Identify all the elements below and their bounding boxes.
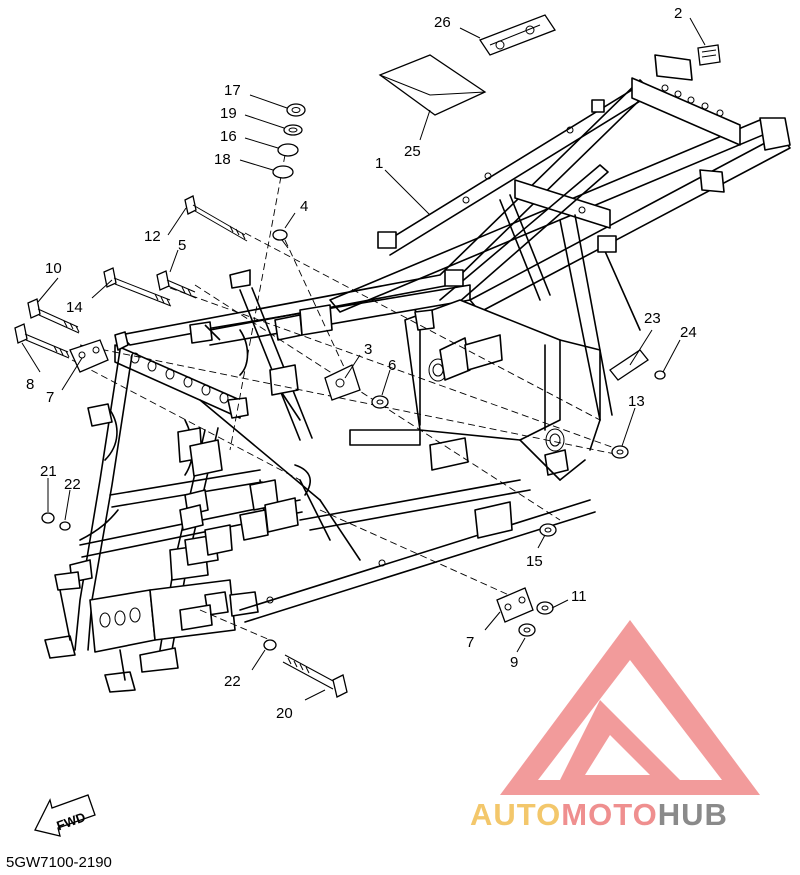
- part-24-screw: [654, 370, 666, 380]
- part-17-nut: [286, 103, 306, 117]
- callout-8: 8: [26, 376, 34, 393]
- part-14-bolt: [103, 267, 172, 307]
- callout-4: 4: [300, 198, 308, 215]
- callout-7-lower: 7: [466, 634, 474, 651]
- callout-24: 24: [680, 324, 697, 341]
- callout-6: 6: [388, 357, 396, 374]
- watermark-hub: HUB: [658, 797, 728, 832]
- callout-3: 3: [364, 341, 372, 358]
- callout-1: 1: [375, 155, 383, 172]
- part-12-bolt: [184, 195, 248, 242]
- callout-17: 17: [224, 82, 241, 99]
- part-4-bolt: [272, 229, 289, 249]
- part-20-bolt: [282, 654, 348, 698]
- part-21-nut: [41, 512, 55, 524]
- callout-5: 5: [178, 237, 186, 254]
- callout-numbers: 26 2 25 1 17 19 16 18 4 12 5 10 14 8 7 3…: [26, 5, 697, 722]
- callout-16: 16: [220, 128, 237, 145]
- part-11-nut: [536, 601, 554, 615]
- callout-18: 18: [214, 151, 231, 168]
- part-18-collar: [272, 165, 294, 179]
- callout-25: 25: [404, 143, 421, 160]
- svg-text:AUTOMOTOHUB: AUTOMOTOHUB: [470, 797, 728, 832]
- callout-21: 21: [40, 463, 57, 480]
- part-5-bolt: [156, 270, 197, 299]
- callout-19: 19: [220, 105, 237, 122]
- part-22-washer-lower: [263, 639, 277, 651]
- watermark-logo: [500, 620, 760, 795]
- part-22-washer-left: [59, 521, 71, 531]
- callout-10: 10: [45, 260, 62, 277]
- part-7-plate-upper: [69, 339, 109, 373]
- part-19-washer: [283, 124, 303, 136]
- callout-22-lower: 22: [224, 673, 241, 690]
- callout-26: 26: [434, 14, 451, 31]
- callout-22-left: 22: [64, 476, 81, 493]
- assembly-lines: [71, 154, 621, 641]
- main-frame: [44, 54, 791, 693]
- watermark-text: AUTOMOTOHUB: [470, 797, 728, 832]
- callout-23: 23: [644, 310, 661, 327]
- part-2-cap: [697, 44, 721, 66]
- fwd-arrow: FWD: [34, 794, 96, 837]
- callout-20: 20: [276, 705, 293, 722]
- callout-14: 14: [66, 299, 83, 316]
- part-7-plate-lower: [496, 587, 534, 623]
- part-9-nut: [518, 623, 536, 637]
- leader-lines: [21, 17, 706, 701]
- part-8-bolt: [14, 323, 70, 359]
- part-25-envelope: [378, 54, 487, 116]
- small-parts: [14, 14, 721, 698]
- part-6-nut: [371, 395, 389, 409]
- callout-15: 15: [526, 553, 543, 570]
- part-13-nut: [611, 445, 629, 459]
- callout-7-upper: 7: [46, 389, 54, 406]
- part-10-bolt: [27, 298, 80, 334]
- part-16-bush: [277, 143, 299, 157]
- callout-12: 12: [144, 228, 161, 245]
- part-26-bracket: [479, 14, 556, 56]
- diagram-code: 5GW7100-2190: [6, 854, 112, 871]
- watermark-auto: AUTO: [470, 797, 561, 832]
- callout-9: 9: [510, 654, 518, 671]
- part-23-clip: [609, 349, 649, 381]
- watermark-moto: MOTO: [561, 797, 657, 832]
- part-3-plate: [324, 364, 361, 401]
- callout-2: 2: [674, 5, 682, 22]
- callout-13: 13: [628, 393, 645, 410]
- callout-11: 11: [571, 588, 587, 605]
- part-15-nut: [539, 523, 557, 537]
